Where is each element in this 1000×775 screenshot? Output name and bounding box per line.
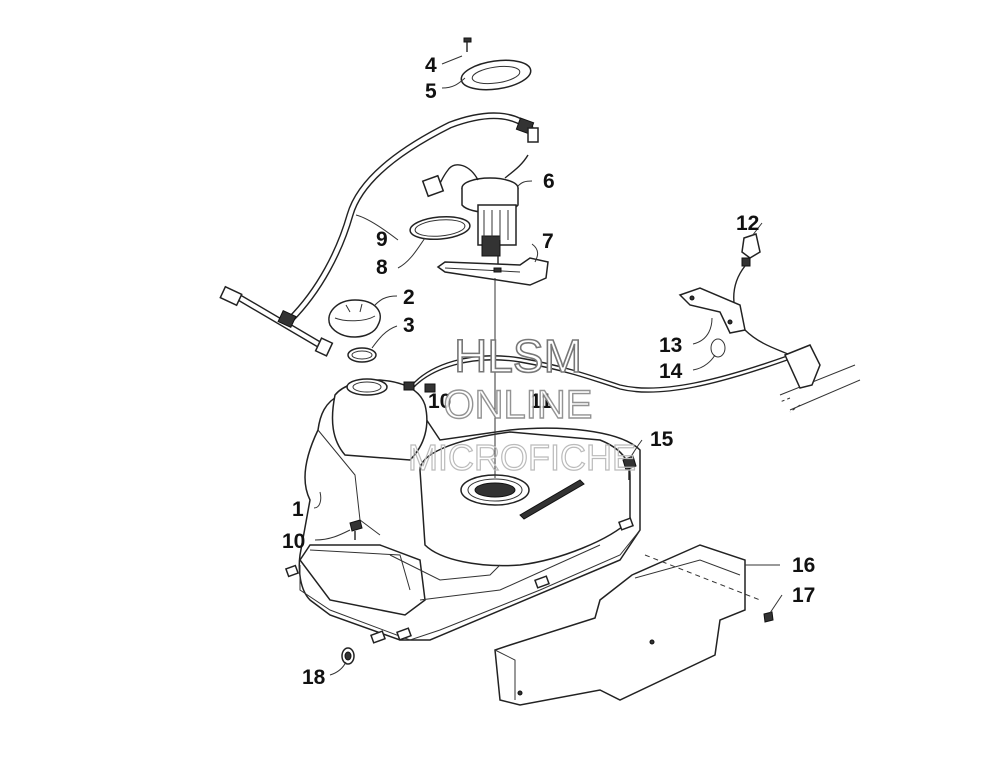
watermark-line-1: HLSM <box>454 330 582 382</box>
hose-clamp <box>710 338 726 358</box>
callout-6: 6 <box>543 170 555 193</box>
grommet-18 <box>341 647 355 665</box>
callout-7: 7 <box>542 230 554 253</box>
pump-seal <box>409 215 471 241</box>
heat-shield <box>494 544 746 706</box>
callout-3: 3 <box>403 314 415 337</box>
screw <box>463 37 472 52</box>
callout-4: 4 <box>425 54 437 77</box>
hose-fitting <box>219 285 334 357</box>
fuel-hose <box>286 112 539 324</box>
callout-17: 17 <box>792 584 815 607</box>
fuel-tank <box>284 378 641 644</box>
fastener-15 <box>622 455 637 480</box>
callout-9: 9 <box>376 228 388 251</box>
leader-lines <box>313 55 783 676</box>
frame-section <box>779 344 861 413</box>
fuel-cap <box>328 299 381 338</box>
callout-13: 13 <box>659 334 682 357</box>
watermark-line-2: ONLINE <box>444 383 593 427</box>
callout-11: 11 <box>530 390 553 413</box>
o-ring <box>347 347 377 363</box>
callout-1: 1 <box>292 498 304 521</box>
callout-14: 14 <box>659 360 683 383</box>
callout-8: 8 <box>376 256 388 279</box>
callout-2: 2 <box>403 286 415 309</box>
callout-10-upper: 10 <box>428 390 451 413</box>
callout-10-lower: 10 <box>282 530 305 553</box>
callout-12: 12 <box>736 212 759 235</box>
callout-16: 16 <box>792 554 815 577</box>
fastener-10a <box>349 519 363 540</box>
callout-5: 5 <box>425 80 437 103</box>
guide-line <box>644 554 761 601</box>
fuel-pump <box>421 154 529 268</box>
watermark-line-3: MICROFICHE <box>408 437 636 478</box>
vent-hose <box>403 354 791 393</box>
fastener-17 <box>763 611 774 623</box>
callout-18: 18 <box>302 666 326 689</box>
vent-valve <box>733 233 791 356</box>
callout-15: 15 <box>650 428 674 451</box>
mounting-ring <box>460 59 532 91</box>
fastener-10b <box>424 383 436 393</box>
vent-bracket <box>678 287 746 334</box>
watermark: HLSM ONLINE MICROFICHE <box>407 329 636 478</box>
fuel-pickup <box>436 257 549 286</box>
